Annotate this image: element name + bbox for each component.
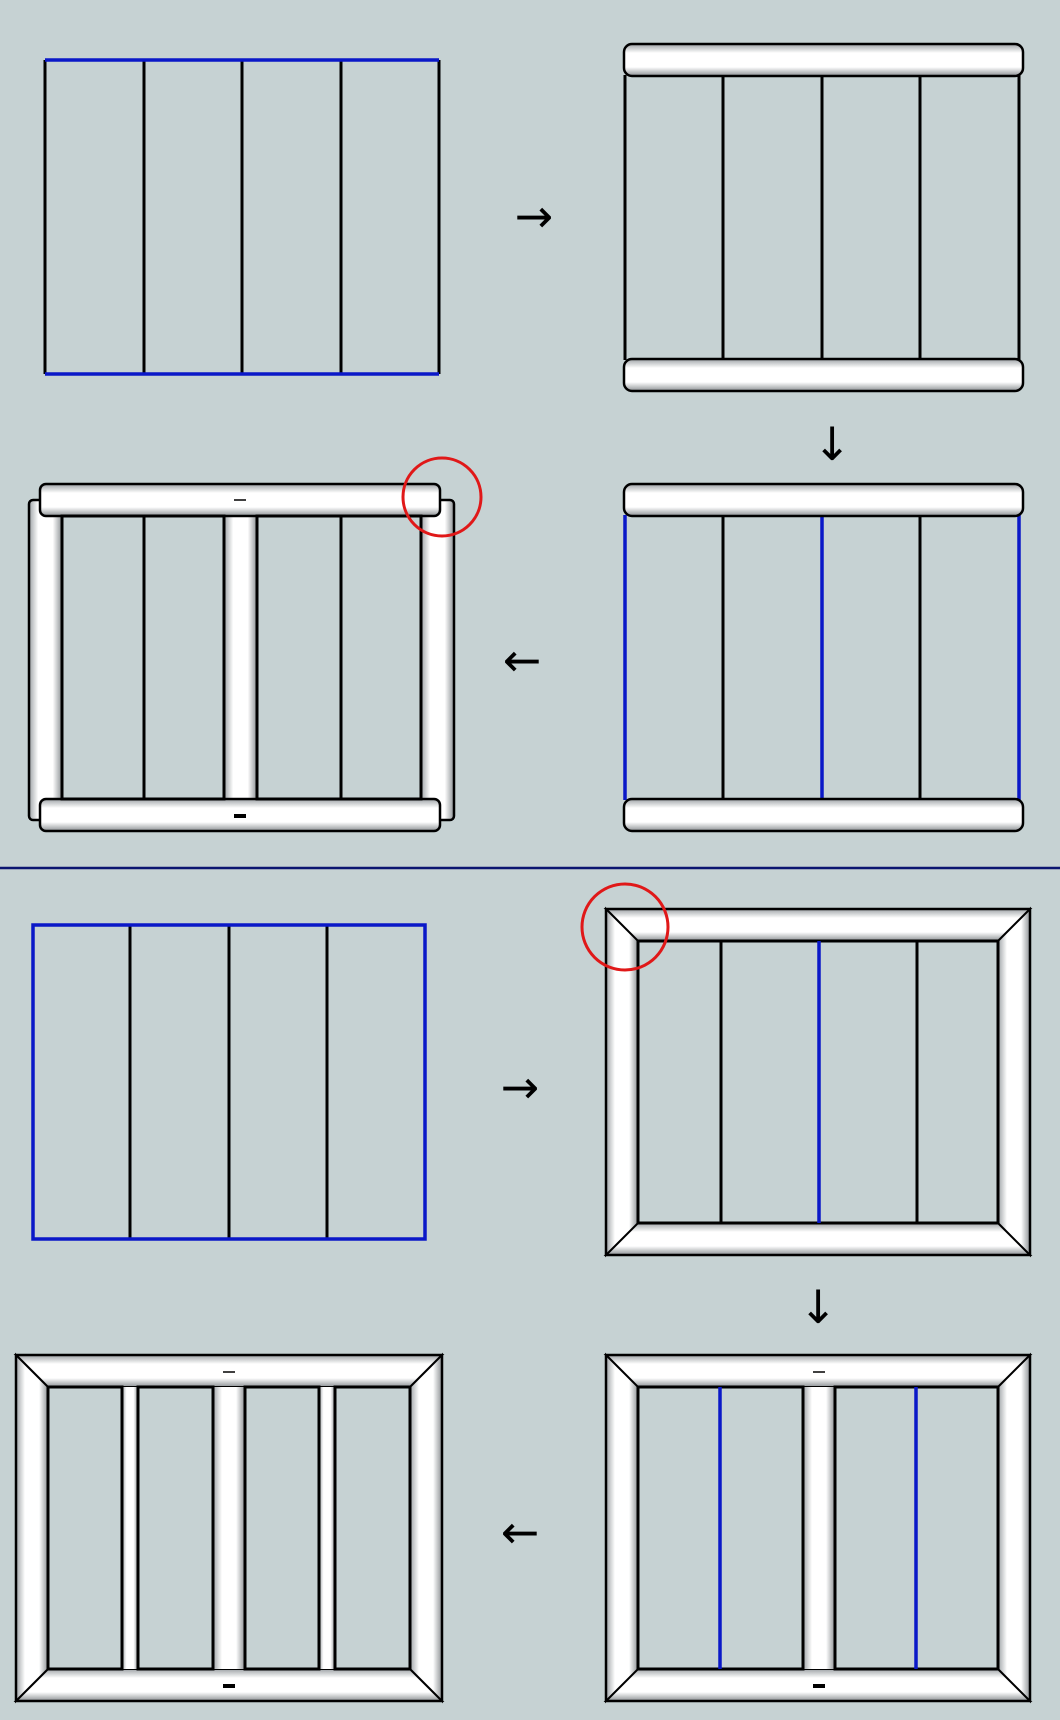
frame-right [997, 1352, 1031, 1704]
highlight-marker-circle [580, 882, 670, 972]
pane [136, 1385, 215, 1671]
rail-top [622, 482, 1025, 518]
frame-left [15, 1352, 49, 1704]
stile-center [222, 498, 259, 822]
arrow-right-1: → [515, 189, 554, 243]
panel-top-step-3 [622, 482, 1025, 833]
panel-bottom-step-2 [580, 882, 1033, 1258]
highlight-marker-circle [401, 456, 483, 538]
stile-left [27, 498, 64, 822]
frame-left [605, 906, 639, 1258]
highlighted-outline [31, 923, 427, 1241]
panel-bottom-step-3 [603, 1352, 1033, 1704]
arrow-right-2: → [501, 1060, 540, 1114]
panel-bottom-step-1 [31, 923, 427, 1241]
stile-left-inner [122, 1387, 138, 1669]
frame-bottom [603, 1222, 1033, 1256]
rail-bottom [622, 797, 1025, 833]
pane [243, 1385, 321, 1671]
frame-right [409, 1352, 443, 1704]
frame-left [605, 1352, 639, 1704]
panel-bottom-step-4 [13, 1352, 445, 1704]
stile-center [213, 1387, 245, 1669]
frame-top [603, 908, 1033, 942]
top-section: → ↓ ← [27, 42, 1025, 833]
stile-right-inner [319, 1387, 335, 1669]
rail-bottom [622, 357, 1025, 393]
frame-right [997, 906, 1031, 1258]
panel-top-step-4 [27, 456, 483, 833]
panel-top-step-2 [622, 42, 1025, 393]
arrow-left-2: ← [501, 1505, 540, 1559]
arrow-down-2: ↓ [799, 1280, 838, 1334]
bottom-section: → ↓ [13, 882, 1033, 1704]
arrow-down-1: ↓ [813, 417, 852, 471]
panel-top-step-1 [43, 58, 441, 376]
stile-center [803, 1387, 835, 1669]
arrow-left-1: ← [503, 633, 542, 687]
frame-top [603, 1354, 1033, 1388]
rail-top [622, 42, 1025, 78]
pane [333, 1385, 412, 1671]
pane [46, 1385, 124, 1671]
pane [255, 514, 423, 801]
stile-right [419, 498, 456, 822]
frame-top [13, 1354, 445, 1388]
